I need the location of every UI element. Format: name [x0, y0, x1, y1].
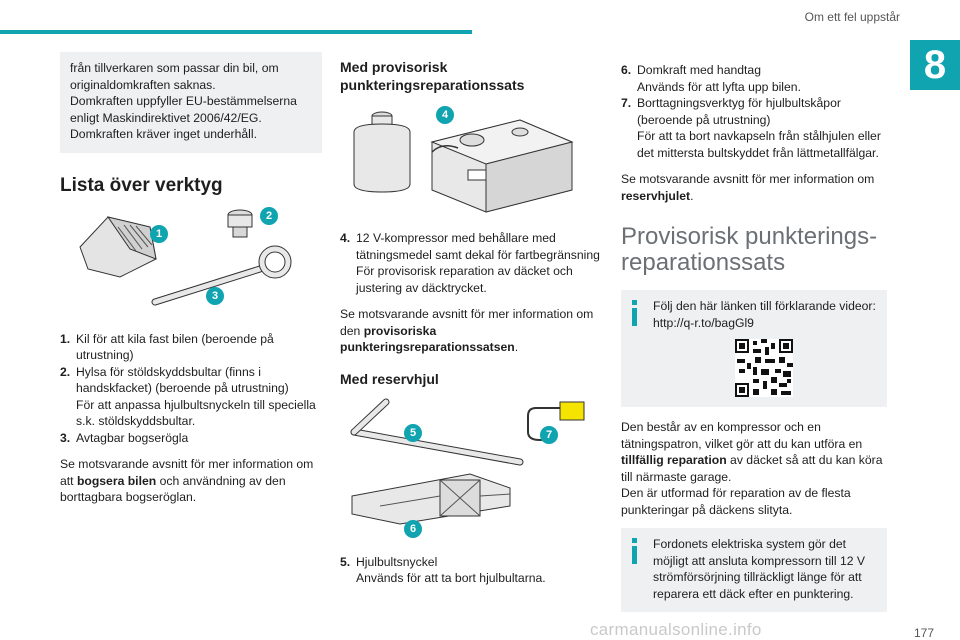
- ref-text-end: och användning av den borttagbara bogser…: [60, 473, 286, 505]
- item-text: Kil för att kila fast bilen (beroende på…: [76, 331, 274, 363]
- power-info-box: Fordonets elektriska system gör det möjl…: [621, 528, 887, 612]
- list-item: 4. 12 V-kompressor med behållare med tät…: [340, 230, 606, 296]
- ref-text-end: .: [514, 340, 519, 354]
- qr-code-graphic: [735, 339, 793, 397]
- item-body: Borttagningsverktyg för hjulbultskåpor (…: [637, 95, 887, 161]
- item-subtext: För att ta bort navkapseln från stålhjul…: [637, 129, 881, 160]
- item-number: 3.: [60, 430, 71, 445]
- tools-illustration: 1 2 3: [60, 206, 322, 317]
- list-item: 1. Kil för att kila fast bilen (beroende…: [60, 331, 322, 364]
- column-2: Med provisorisk punkteringsreparationssa…: [340, 58, 606, 587]
- item-subtext: För att anpassa hjulbultsnyckeln till sp…: [76, 397, 316, 429]
- callout-badge-3: 3: [206, 286, 224, 305]
- intro-line-3: Domkraften kräver inget underhåll.: [70, 127, 257, 141]
- intro-line-2: Domkraften uppfyller EU-bestämmelserna e…: [70, 94, 297, 125]
- item-text: Hylsa för stöldskyddsbultar (finns i han…: [76, 364, 289, 396]
- ref-text: Se motsvarande avsnitt för mer informati…: [621, 172, 875, 186]
- callout-badge-2: 2: [260, 206, 278, 225]
- spare-wheel-tools-drawing: [350, 398, 585, 525]
- ref-text: Se motsvarande avsnitt för mer informati…: [340, 307, 594, 338]
- spare-wheel-tools-illustration: 5 6 7: [340, 396, 606, 546]
- item-subtext: Används för att lyfta upp bilen.: [637, 79, 801, 94]
- ref-bold: provisoriska punkteringsreparationssatse…: [340, 323, 515, 355]
- header-accent-bar: [0, 30, 472, 34]
- item-number: 1.: [60, 331, 71, 346]
- item-text: 12 V-kompressor med behållare med tätnin…: [356, 231, 600, 262]
- spare-wheel-list-cont: 6. Domkraft med handtag Används för att …: [621, 62, 887, 161]
- item-text: Hjulbultsnyckel: [356, 554, 438, 569]
- spare-wheel-heading: Med reservhjul: [340, 370, 439, 387]
- column-1: från tillverkaren som passar din bil, om…: [60, 52, 322, 506]
- item-text: Avtagbar bogserögla: [76, 430, 189, 445]
- spare-wheel-list: 5. Hjulbultsnyckel Används för att ta bo…: [340, 554, 606, 587]
- power-info-text: Fordonets elektriska system gör det möjl…: [653, 537, 866, 601]
- repair-kit-list: 4. 12 V-kompressor med behållare med tät…: [340, 230, 606, 296]
- chapter-badge: 8: [910, 40, 960, 90]
- item-body: Domkraft med handtag Används för att lyf…: [637, 62, 887, 95]
- item-number: 7.: [621, 96, 632, 110]
- ref-text-end: .: [690, 188, 694, 203]
- item-number: 4.: [340, 231, 351, 245]
- repair-kit-section-title: Provisorisk punkterings-reparationssats: [621, 223, 878, 276]
- ref-bold: reservhjulet: [621, 188, 691, 203]
- qr-code[interactable]: [735, 339, 793, 397]
- callout-badge-7: 7: [540, 425, 558, 444]
- info-icon: [631, 538, 639, 564]
- spare-wheel-reference: Se motsvarande avsnitt för mer informati…: [621, 171, 887, 204]
- desc-bold: tillfällig reparation: [621, 453, 727, 467]
- list-item: 2. Hylsa för stöldskyddsbultar (finns i …: [60, 364, 322, 430]
- item-number: 5.: [340, 554, 351, 569]
- video-info-box: Följ den här länken till förklarande vid…: [621, 290, 887, 407]
- item-body: 12 V-kompressor med behållare med tätnin…: [356, 230, 606, 296]
- desc-text: Den består av en kompressor och en tätni…: [621, 420, 863, 451]
- intro-line-1: från tillverkaren som passar din bil, om…: [70, 61, 279, 92]
- info-icon: [631, 300, 639, 326]
- item-text: Borttagningsverktyg för hjulbultskåpor (…: [637, 96, 841, 127]
- watermark: carmanualsonline.info: [590, 620, 762, 639]
- compressor-drawing: [353, 111, 574, 213]
- item-body: Hylsa för stöldskyddsbultar (finns i han…: [76, 364, 322, 430]
- desc-text-end: av däcket så att du kan köra till närmas…: [621, 453, 883, 484]
- video-info-text: Följ den här länken till förklarande vid…: [653, 299, 876, 330]
- list-item: 7. Borttagningsverktyg för hjulbultskåpo…: [621, 95, 887, 161]
- tools-list-title: Lista över verktyg: [60, 174, 223, 196]
- repair-kit-heading: Med provisorisk punkteringsreparationssa…: [340, 59, 525, 93]
- list-item: 6. Domkraft med handtag Används för att …: [621, 62, 887, 95]
- tools-list: 1. Kil för att kila fast bilen (beroende…: [60, 331, 322, 447]
- item-body: Hjulbultsnyckel Används för att ta bort …: [356, 554, 606, 587]
- intro-note-box: från tillverkaren som passar din bil, om…: [60, 52, 322, 153]
- callout-badge-1: 1: [150, 224, 168, 243]
- repair-kit-description: Den består av en kompressor och en tätni…: [621, 419, 887, 518]
- item-subtext: Används för att ta bort hjulbultarna.: [356, 571, 546, 585]
- section-title: Om ett fel uppstår: [804, 10, 900, 24]
- ref-bold: bogsera bilen: [76, 473, 157, 488]
- item-subtext: För provisorisk reparation av däcket och…: [356, 264, 573, 295]
- list-item: 3. Avtagbar bogserögla: [60, 430, 322, 447]
- list-item: 5. Hjulbultsnyckel Används för att ta bo…: [340, 554, 606, 587]
- item-text: Domkraft med handtag: [637, 63, 761, 77]
- tools-drawing: [79, 209, 292, 305]
- column-3: 6. Domkraft med handtag Används för att …: [621, 62, 887, 612]
- towing-reference: Se motsvarande avsnitt för mer informati…: [60, 456, 322, 506]
- callout-badge-5: 5: [404, 423, 422, 442]
- item-number: 6.: [621, 63, 632, 77]
- desc-text-2: Den är utformad för reparation av de fle…: [621, 486, 851, 517]
- ref-text: Se motsvarande avsnitt för mer informati…: [60, 457, 314, 488]
- compressor-illustration: 4: [340, 102, 606, 222]
- callout-badge-6: 6: [404, 519, 422, 538]
- repair-kit-reference: Se motsvarande avsnitt för mer informati…: [340, 306, 606, 356]
- callout-badge-4: 4: [436, 106, 454, 124]
- page-number: 177: [913, 626, 934, 640]
- item-number: 2.: [60, 364, 71, 379]
